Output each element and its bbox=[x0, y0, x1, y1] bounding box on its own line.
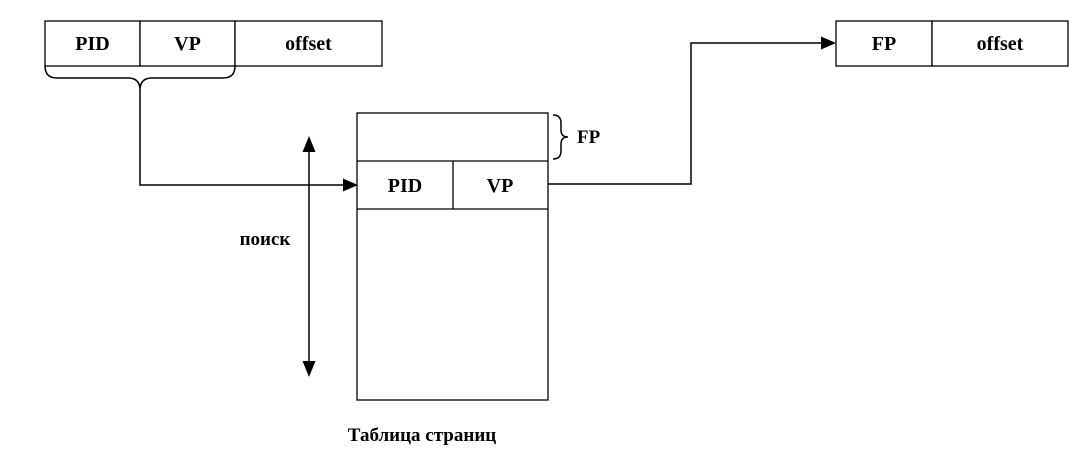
physical-address-offset-cell bbox=[931, 20, 1069, 67]
physical-address-offset-label: offset bbox=[977, 33, 1024, 55]
result-connector-line bbox=[548, 42, 822, 185]
virtual-address-offset-cell bbox=[234, 20, 383, 67]
physical-address-fp-label: FP bbox=[872, 33, 896, 55]
search-arrow-down-head bbox=[302, 361, 316, 377]
page-table-outline bbox=[356, 112, 549, 401]
virtual-address-pid-label: PID bbox=[75, 33, 109, 55]
lookup-connector-line bbox=[139, 90, 346, 186]
virtual-address: PID VP offset bbox=[44, 20, 383, 67]
physical-address-fp-cell bbox=[835, 20, 933, 67]
search-arrow-up-head bbox=[302, 136, 316, 152]
virtual-address-pid-cell bbox=[44, 20, 141, 67]
page-table: PID VP bbox=[356, 112, 549, 401]
physical-address: FP offset bbox=[835, 20, 1069, 67]
page-table-pid-label: PID bbox=[388, 175, 422, 197]
result-arrowhead bbox=[821, 36, 836, 50]
virtual-address-offset-label: offset bbox=[285, 33, 332, 55]
pid-vp-brace bbox=[44, 65, 236, 91]
frame-index-brace bbox=[552, 114, 569, 160]
search-label: поиск bbox=[240, 229, 291, 250]
frame-index-label: FP bbox=[577, 127, 601, 148]
search-arrow bbox=[302, 136, 316, 377]
virtual-address-vp-cell bbox=[139, 20, 236, 67]
lookup-arrowhead bbox=[343, 178, 358, 192]
page-table-caption: Таблица страниц bbox=[348, 425, 496, 446]
page-table-vp-label: VP bbox=[487, 175, 514, 197]
virtual-address-vp-label: VP bbox=[174, 33, 201, 55]
